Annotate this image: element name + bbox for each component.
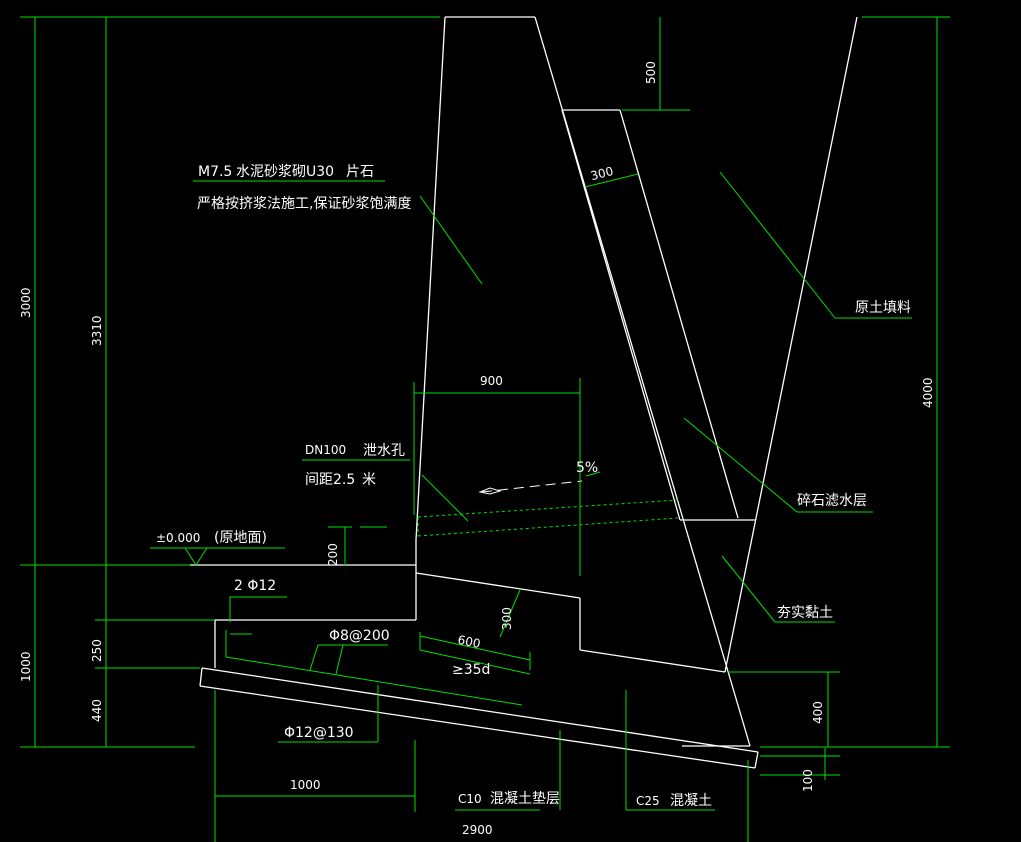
dim-2900: 2900	[462, 823, 493, 837]
drain-label-2: 泄水孔	[363, 443, 405, 459]
dimension-numbers: 3000 3310 1000 250 440 200 900 500 300 3…	[19, 61, 935, 837]
dim-300-heel: 300	[500, 607, 514, 630]
cushion-label-1: C10	[458, 792, 482, 806]
dim-4000: 4000	[921, 377, 935, 408]
dim-900: 900	[480, 374, 503, 388]
cushion-layer	[199, 667, 759, 769]
ground-name-label: (原地面)	[214, 530, 267, 546]
dim-500: 500	[644, 61, 658, 84]
dimension-lines	[20, 16, 950, 842]
rebar-dist-label: Φ8@200	[329, 628, 390, 644]
wall-outline	[190, 16, 858, 747]
annotation-labels: M7.5 水泥砂浆砌U30 片石 严格按挤浆法施工,保证砂浆饱满度 原土填料 碎…	[156, 164, 911, 809]
drain-pipe	[417, 480, 679, 537]
dim-300-filter: 300	[589, 164, 615, 183]
cushion-label-2: 混凝土垫层	[490, 791, 560, 807]
mortar-label-2: 水泥砂浆砌U30	[236, 164, 334, 180]
rebar-top-label: 2 Φ12	[234, 578, 276, 594]
backfill-label: 原土填料	[855, 300, 911, 316]
dim-3310: 3310	[90, 315, 104, 346]
dim-440: 440	[90, 699, 104, 722]
dim-600: 600	[456, 633, 481, 651]
filter-label: 碎石滤水层	[797, 493, 867, 509]
dim-3000: 3000	[19, 287, 33, 318]
dim-400: 400	[811, 701, 825, 724]
clay-label: 夯实黏土	[777, 605, 833, 621]
drain-label-1: DN100	[305, 443, 346, 457]
mortar-label-3: 片石	[346, 164, 374, 180]
mortar-label-4: 严格按挤浆法施工,保证砂浆饱满度	[197, 196, 411, 212]
dim-200: 200	[326, 543, 340, 566]
slope-label: 5%	[576, 460, 598, 476]
mortar-label-1: M7.5	[198, 164, 232, 180]
dim-100: 100	[801, 769, 815, 792]
drain-label-4: 米	[362, 472, 376, 488]
rebar-bottom-label: Φ12@130	[284, 725, 354, 741]
dim-250: 250	[90, 639, 104, 662]
dim-1000: 1000	[19, 651, 33, 682]
dim-1000-bottom: 1000	[290, 778, 321, 792]
lap-label: ≥35d	[452, 662, 490, 678]
drain-label-3: 间距2.5	[305, 472, 355, 488]
ground-level-label: ±0.000	[156, 531, 200, 545]
concrete-label-1: C25	[636, 794, 660, 808]
concrete-label-2: 混凝土	[670, 793, 712, 809]
